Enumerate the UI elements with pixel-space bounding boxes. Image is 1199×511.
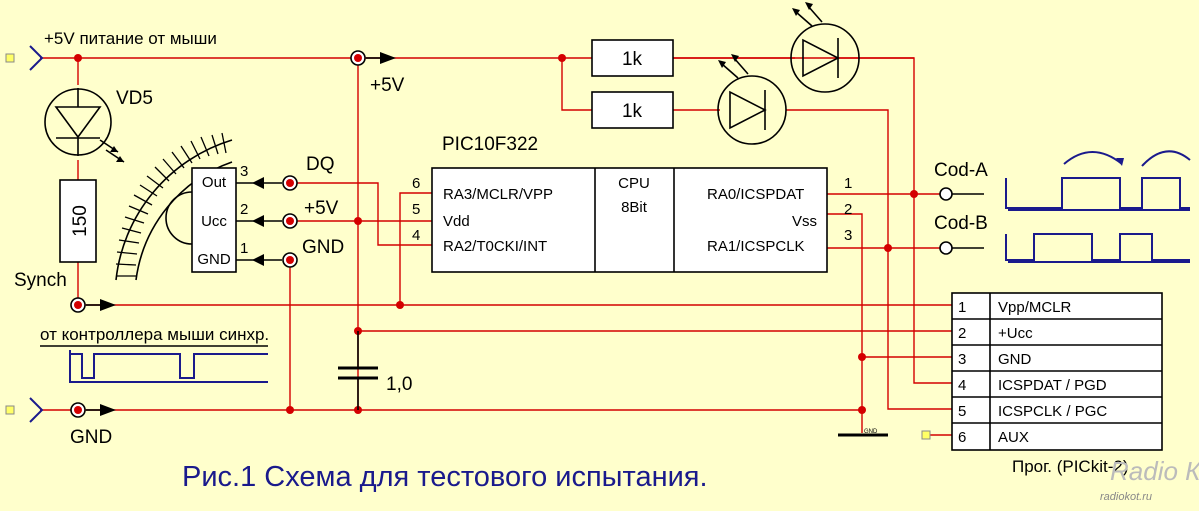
cod-a-label: Cod-A <box>934 160 988 181</box>
ic-pin4-num: 4 <box>412 227 420 244</box>
resistor-150: 150 <box>59 179 97 263</box>
gnd-input-connector <box>5 397 44 423</box>
ir-led-vd5 <box>44 88 125 163</box>
ic-pin6-num: 6 <box>412 175 420 192</box>
ic-name: PIC10F322 <box>442 134 538 155</box>
ic-pin1-num: 1 <box>844 175 852 192</box>
vd5-label: VD5 <box>116 88 153 109</box>
conn-row3-name: GND <box>998 351 1032 368</box>
led-bottom <box>717 54 787 145</box>
power-top-label: +5V питание от мыши <box>44 29 217 48</box>
cap-label: 1,0 <box>386 374 412 395</box>
ic-pin1-name: RA0/ICSPDAT <box>707 186 804 203</box>
ic-pin2-name: Vss <box>792 213 817 230</box>
sensor-pin1: 1 <box>240 240 248 257</box>
gnd-symbol-label: GND <box>864 429 878 435</box>
ic-pin3-num: 3 <box>844 227 852 244</box>
ic-center-1: CPU <box>618 175 650 192</box>
led-top <box>790 2 860 93</box>
conn-row3-num: 3 <box>958 351 966 368</box>
sync-note: от контроллера мыши синхр. <box>40 325 269 344</box>
ic-body <box>431 167 828 273</box>
resistor-1k-a-label: 1k <box>622 49 643 70</box>
conn-row1-num: 1 <box>958 299 966 316</box>
resistor-1k-b <box>591 91 674 129</box>
cod-b-label: Cod-B <box>934 213 988 234</box>
capacitor <box>338 331 378 410</box>
bus-5v-terminal <box>350 50 396 66</box>
ic-pin2-num: 2 <box>844 201 852 218</box>
conn-row1-name: Vpp/MCLR <box>998 299 1072 316</box>
power-input-connector <box>5 45 44 71</box>
ic-center-2: 8Bit <box>621 199 648 216</box>
watermark-url: radiokot.ru <box>1100 491 1152 503</box>
sensor-pin3: 3 <box>240 163 248 180</box>
resistor-150-label: 150 <box>70 205 91 237</box>
conn-row5-name: ICSPCLK / PGC <box>998 403 1107 420</box>
cod-a-terminal <box>939 187 984 201</box>
watermark-logo: Radio КОТ <box>1110 456 1199 486</box>
sync-waveform <box>40 345 268 383</box>
sensor-terminals <box>282 175 298 268</box>
conn-row5-num: 5 <box>958 403 966 420</box>
ic-pin4-name: RA2/T0CKI/INT <box>443 238 547 255</box>
conn-row2-name: +Ucc <box>998 325 1033 342</box>
gnd-bottom-label: GND <box>70 427 112 448</box>
sensor-gnd-label: GND <box>197 251 231 268</box>
cod-b-terminal <box>939 241 984 255</box>
resistor-1k-b-label: 1k <box>622 101 643 122</box>
figure-caption: Рис.1 Схема для тестового испытания. <box>182 461 708 493</box>
prog-label: Прог. (PICkit-2) <box>1012 457 1128 476</box>
ic-pin5-num: 5 <box>412 201 420 218</box>
sensor-5v-label: +5V <box>304 198 339 219</box>
ic-pin5-name: Vdd <box>443 213 470 230</box>
conn-row6-num: 6 <box>958 429 966 446</box>
sensor-gnd-text: GND <box>302 237 344 258</box>
gnd-bottom-terminal <box>70 402 116 418</box>
synch-terminal <box>70 297 116 313</box>
ic-pin3-name: RA1/ICSPCLK <box>707 238 805 255</box>
cod-b-waveform <box>1005 233 1190 263</box>
sensor-ucc-label: Ucc <box>201 213 227 230</box>
optical-sensor <box>165 167 282 273</box>
conn-row4-num: 4 <box>958 377 966 394</box>
resistor-1k-a <box>591 39 674 77</box>
dq-label: DQ <box>306 154 335 175</box>
aux-connector <box>921 430 931 440</box>
conn-row2-num: 2 <box>958 325 966 342</box>
programmer-connector <box>951 292 1163 451</box>
sensor-out-label: Out <box>202 174 227 191</box>
conn-row4-name: ICSPDAT / PGD <box>998 377 1107 394</box>
bus-5v-label: +5V <box>370 75 405 96</box>
synch-label: Synch <box>14 270 67 291</box>
conn-row6-name: AUX <box>998 429 1029 446</box>
ic-pin6-name: RA3/MCLR/VPP <box>443 186 553 203</box>
cod-a-waveform <box>1005 150 1191 211</box>
sensor-pin2: 2 <box>240 201 248 218</box>
